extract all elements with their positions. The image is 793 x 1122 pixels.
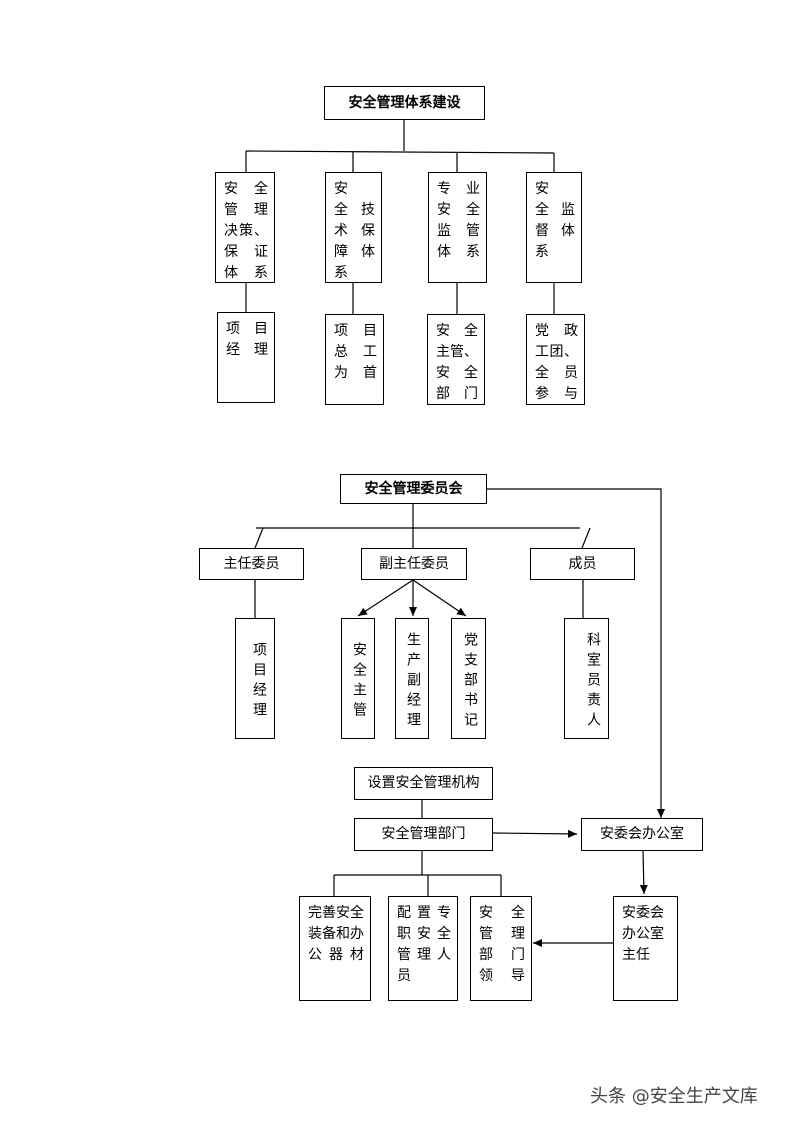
system-professional-supervision: 专 业安 全监 管体 系	[428, 172, 487, 283]
system-safety-oversight: 安 全监 督体系	[526, 172, 589, 283]
member-safety-supervisor: 安全主管	[341, 618, 375, 739]
member-party-secretary: 党支部书记	[451, 618, 486, 739]
system-technical-support: 安 全技 术保障体系	[325, 172, 389, 283]
task-department-lead: 安 全管 理部 门领导	[470, 896, 532, 1001]
task-equipment: 完善安全装备和办公器材	[299, 896, 371, 1001]
role-chairman: 主任委员	[199, 548, 304, 580]
office-director: 安委会办公室主任	[613, 896, 678, 1001]
safety-committee: 安全管理委员会	[340, 474, 487, 504]
member-deputy-production-manager: 生产副经理	[395, 618, 429, 739]
role-members: 成员	[530, 548, 635, 580]
task-staffing: 配置专职安全管理人员	[388, 896, 458, 1001]
sub-party-participation: 党 政工团、全 员参与	[526, 314, 585, 405]
setup-management-org: 设置安全管理机构	[354, 767, 493, 800]
sub-chief-engineer: 项 目总 工为首	[325, 314, 384, 405]
system-decision-assurance: 安 全管 理决策、保 证体 系	[215, 172, 275, 283]
member-department-head: 科室员责人	[564, 618, 609, 739]
sub-safety-supervisor: 安 全主管、安 全部门	[427, 314, 485, 405]
watermark: 头条 @安全生产文库	[590, 1086, 758, 1107]
safety-department: 安全管理部门	[354, 818, 493, 851]
member-project-manager: 项目经理	[235, 618, 275, 739]
root-safety-system: 安全管理体系建设	[324, 86, 485, 120]
sub-project-manager: 项 目经理	[217, 312, 275, 403]
committee-office: 安委会办公室	[581, 818, 703, 851]
role-vice-chairman: 副主任委员	[361, 548, 467, 580]
